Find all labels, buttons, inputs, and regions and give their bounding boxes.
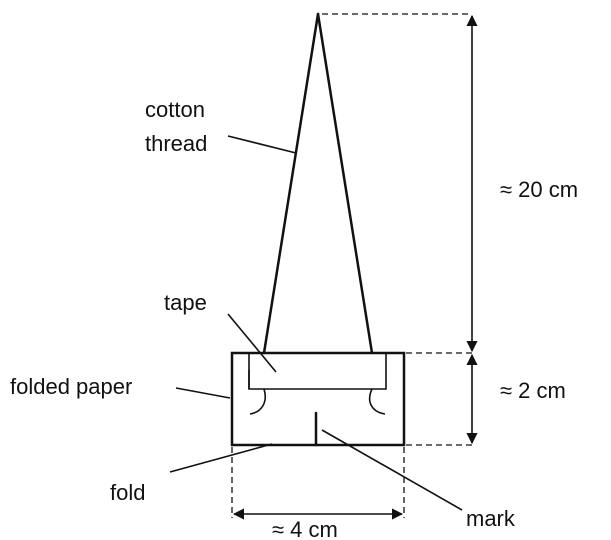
fold-leader	[169, 443, 273, 473]
height-paper-label: ≈ 2 cm	[500, 378, 566, 403]
cotton-thread-leader	[227, 135, 297, 154]
cotton-thread-label-line2: thread	[145, 131, 207, 156]
tape-curl-left	[249, 388, 266, 415]
height-thread-label: ≈ 20 cm	[500, 177, 578, 202]
tape-label: tape	[164, 290, 207, 315]
folded-paper	[230, 351, 406, 447]
fold-label: fold	[110, 480, 145, 505]
mark-leader	[321, 429, 463, 511]
tape-leader	[227, 313, 277, 373]
folded-paper-label: folded paper	[10, 374, 132, 399]
tape-strip	[248, 353, 387, 390]
cotton-thread-label-line1: cotton	[145, 97, 205, 122]
dimension-extension-lines	[231, 13, 472, 518]
cotton-thread	[262, 12, 374, 355]
width-paper-label: ≈ 4 cm	[272, 517, 338, 540]
mark-label: mark	[466, 506, 516, 531]
tape-curl-right	[368, 388, 386, 415]
folded-paper-leader	[175, 387, 231, 399]
